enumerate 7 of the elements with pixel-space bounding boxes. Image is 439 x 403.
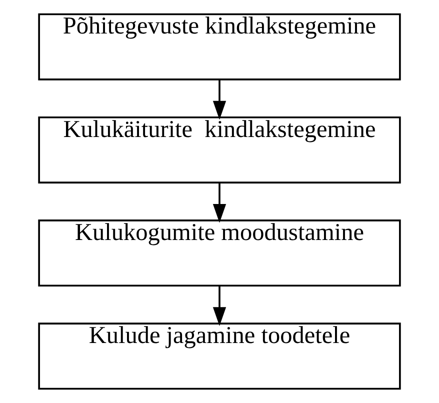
node-box: Põhitegevuste kindlakstegemine (38, 13, 401, 80)
arrow (212, 182, 226, 223)
node-box: Kulude jagamine toodetele (38, 322, 401, 390)
node-box: Kulukäiturite kindlakstegemine (38, 116, 401, 184)
arrow (212, 286, 226, 326)
node-box: Kulukogumite moodustamine (38, 220, 401, 287)
arrow (212, 79, 226, 120)
